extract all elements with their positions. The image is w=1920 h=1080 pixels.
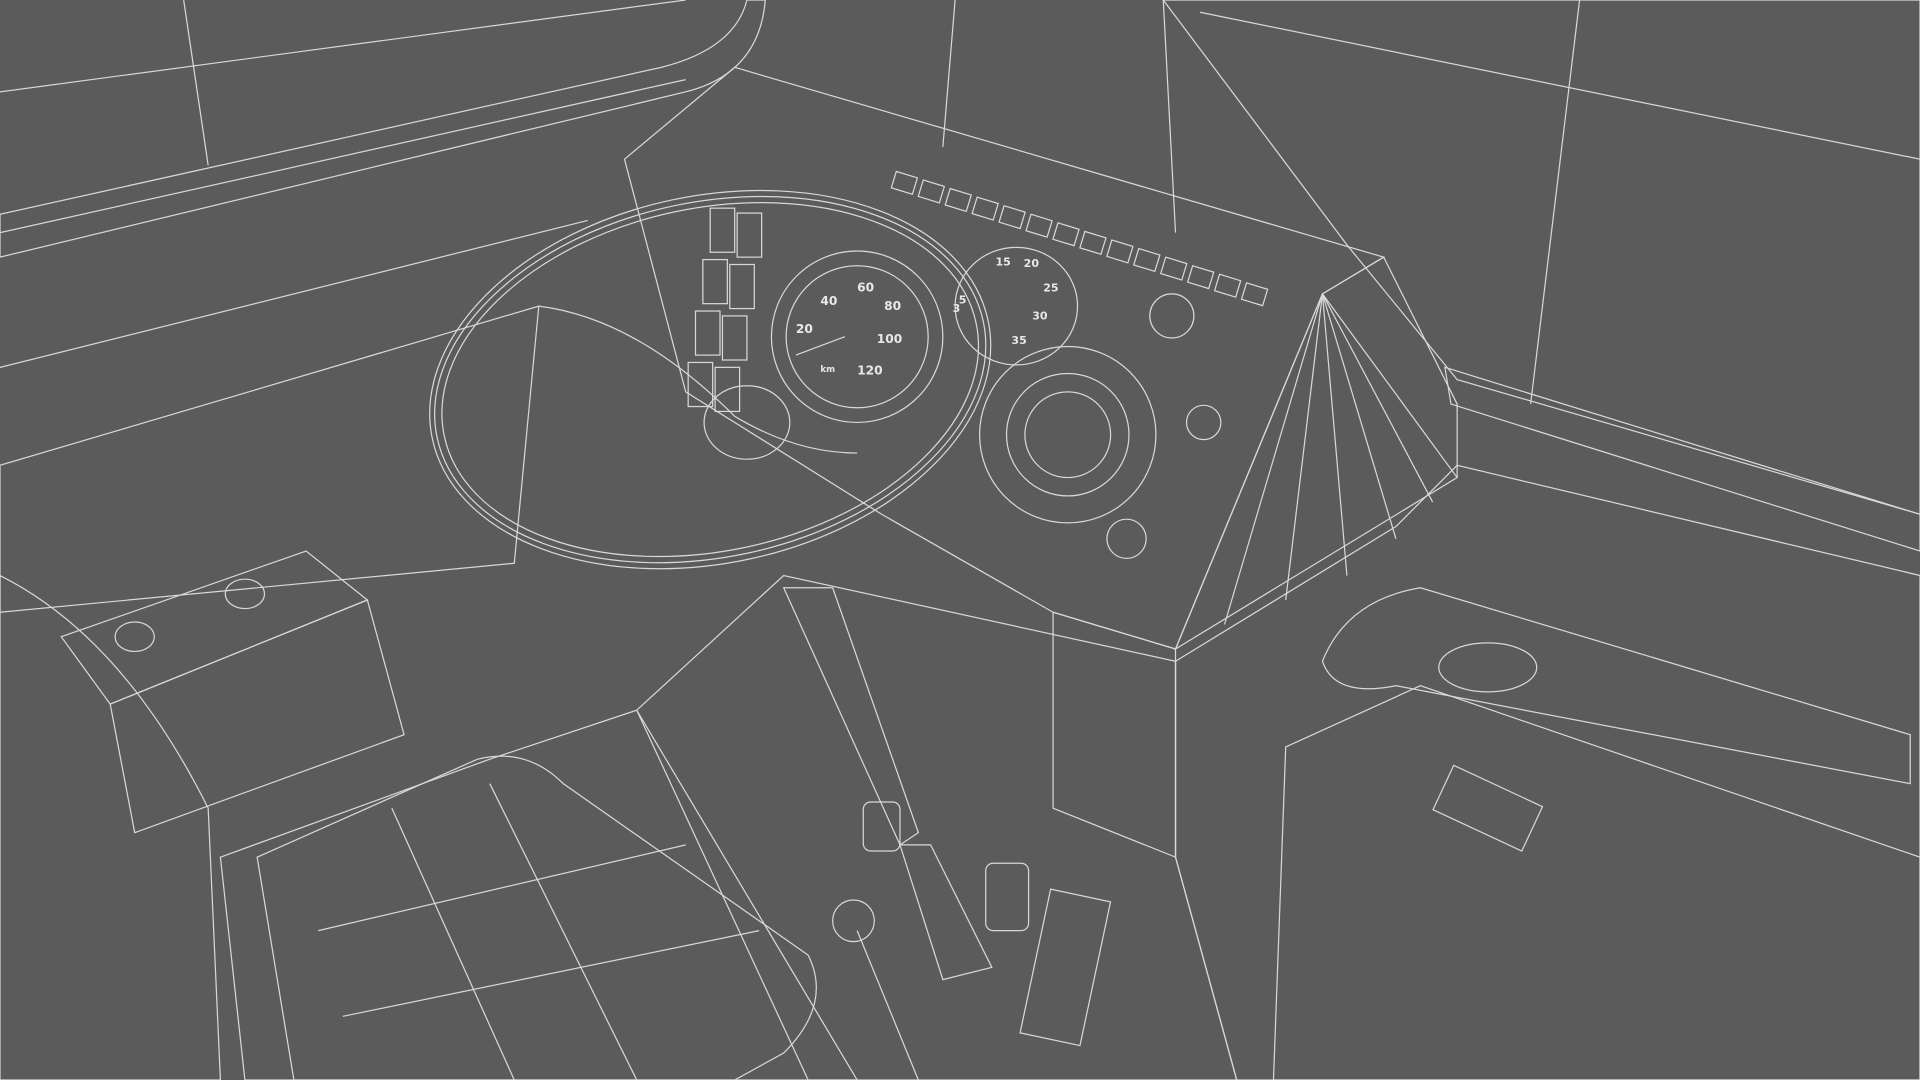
steering-wheel [429,189,992,570]
dash-switch [714,366,741,413]
warning-light [1052,222,1080,247]
right-wall [1162,0,1920,515]
warning-light [944,187,973,213]
dash-switch [687,361,714,408]
gauge-tick-15: 15 [996,256,1011,269]
speedo-tick-20: 20 [796,322,813,336]
gauge-tick-20: 20 [1024,257,1040,270]
steering-column [782,587,920,846]
clutch-pedal [862,801,901,852]
dash-switch [736,212,763,258]
dash-switch [729,263,755,310]
warning-light [1186,264,1215,290]
window-rail [0,0,766,258]
speedo-tick-120: 120 [857,364,883,378]
floor-knob [1438,642,1538,693]
warning-light [1213,273,1242,298]
switch-block [687,207,763,413]
dash-pedestal [1052,611,1177,859]
accelerator-pedal [1019,888,1112,1047]
seat-cushion [256,755,817,1080]
gauge-tick-5: 5 [959,294,967,307]
speedo-tick-40: 40 [820,294,837,308]
warning-light [1159,256,1188,281]
gear-lever [856,930,919,1080]
dash-switch [694,310,721,356]
horn-hub [703,385,791,460]
warning-light [890,170,919,196]
warning-light [1025,213,1053,238]
speedo-tick-100: 100 [877,332,903,346]
speedo-tick-60: 60 [857,280,874,294]
latch [1432,764,1544,852]
gauge-tick-30: 30 [1032,310,1048,323]
warning-light [917,179,946,204]
dash-switch [721,315,748,361]
globe-knob [1149,293,1195,339]
speedo-unit: km [820,365,835,375]
dash-switch [709,207,736,253]
warning-light [1079,230,1107,256]
dash-switch [702,258,728,305]
speedo-tick-80: 80 [884,299,901,313]
secondary-gauge: 3 5 15 20 25 30 35 [953,246,1079,366]
gauge-tick-25: 25 [1043,281,1058,294]
hatch [1321,587,1911,785]
floor-left [219,709,858,1080]
column-boot [899,844,993,981]
dash-side [1174,256,1458,651]
warning-light [971,196,999,221]
console-knob [224,578,266,610]
ignition-knob [1106,518,1147,559]
console-knob [114,621,155,653]
warning-light [1240,282,1269,307]
left-panel [0,305,540,613]
gauge-tick-35: 35 [1011,334,1026,347]
warning-light [1132,247,1161,273]
right-bench [1272,685,1920,1080]
speedometer: 20 40 60 80 100 120 km [770,250,944,424]
gear-knob [832,899,875,943]
driver-seat [0,574,222,1080]
gauge-tick-3: 3 [953,302,961,315]
large-gauge [978,345,1157,524]
round-button [1185,404,1222,441]
warning-light-strip [890,170,1269,307]
warning-light [998,204,1026,230]
warning-light [1106,239,1134,264]
right-rail [1444,366,1920,552]
brake-pedal [985,862,1030,932]
